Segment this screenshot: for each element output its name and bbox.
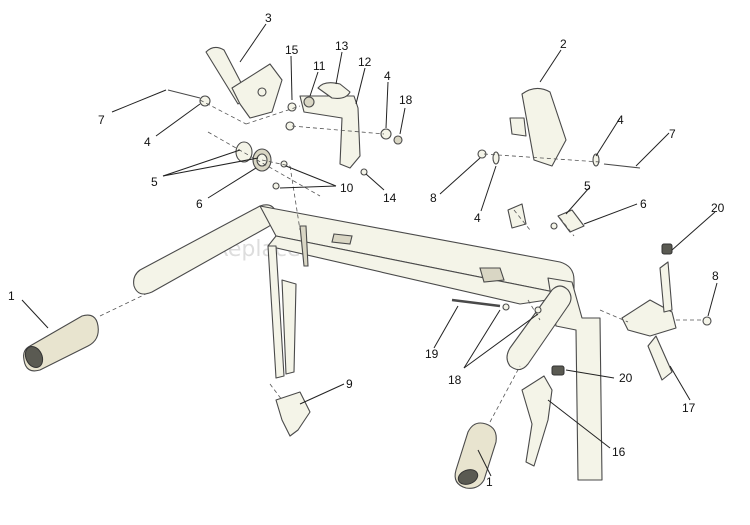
callout-9: 9: [346, 377, 353, 391]
callout-6: 6: [640, 197, 647, 211]
callout-18: 18: [399, 93, 413, 107]
callout-15: 15: [285, 43, 299, 57]
callout-labels: 3 2 15 13 11 12 4 18 7 4 5 6 10 14 8 4 4…: [8, 11, 725, 489]
right-lever-assembly: [621, 243, 712, 381]
left-spring-bushing: [235, 141, 272, 172]
callout-11: 11: [313, 59, 326, 73]
leader-lines: [21, 23, 718, 477]
callout-8: 8: [430, 191, 437, 205]
callout-4: 4: [384, 69, 391, 83]
callout-12: 12: [358, 55, 372, 69]
callout-7: 7: [669, 127, 676, 141]
right-hand-grip: [454, 422, 497, 489]
callout-7: 7: [98, 113, 105, 127]
callout-6: 6: [196, 197, 203, 211]
callout-17: 17: [682, 401, 696, 415]
right-small-parts: [477, 149, 641, 233]
callout-1: 1: [8, 289, 15, 303]
callout-1: 1: [486, 475, 493, 489]
callout-5: 5: [151, 175, 158, 189]
callout-19: 19: [425, 347, 439, 361]
callout-2: 2: [560, 37, 567, 51]
callout-5: 5: [584, 179, 591, 193]
guide-bracket: [275, 391, 311, 437]
right-control-bail: [509, 87, 567, 167]
left-lever-assembly: [521, 365, 565, 467]
assembly-lines: [99, 99, 704, 423]
callout-14: 14: [383, 191, 397, 205]
bolt-and-nuts-lower: [451, 298, 542, 314]
callout-16: 16: [612, 445, 626, 459]
callout-4: 4: [474, 211, 481, 225]
handle-frame: [133, 204, 603, 481]
callout-4: 4: [144, 135, 151, 149]
callout-20: 20: [619, 371, 633, 385]
callout-8: 8: [712, 269, 719, 283]
callout-3: 3: [265, 11, 272, 25]
callout-10: 10: [340, 181, 354, 195]
left-bracket-plate: [285, 82, 361, 169]
callout-13: 13: [335, 39, 349, 53]
left-control-bail: [205, 46, 283, 119]
callout-20: 20: [711, 201, 725, 215]
left-hand-grip: [23, 314, 99, 372]
callout-4: 4: [617, 113, 624, 127]
callout-18: 18: [448, 373, 462, 387]
